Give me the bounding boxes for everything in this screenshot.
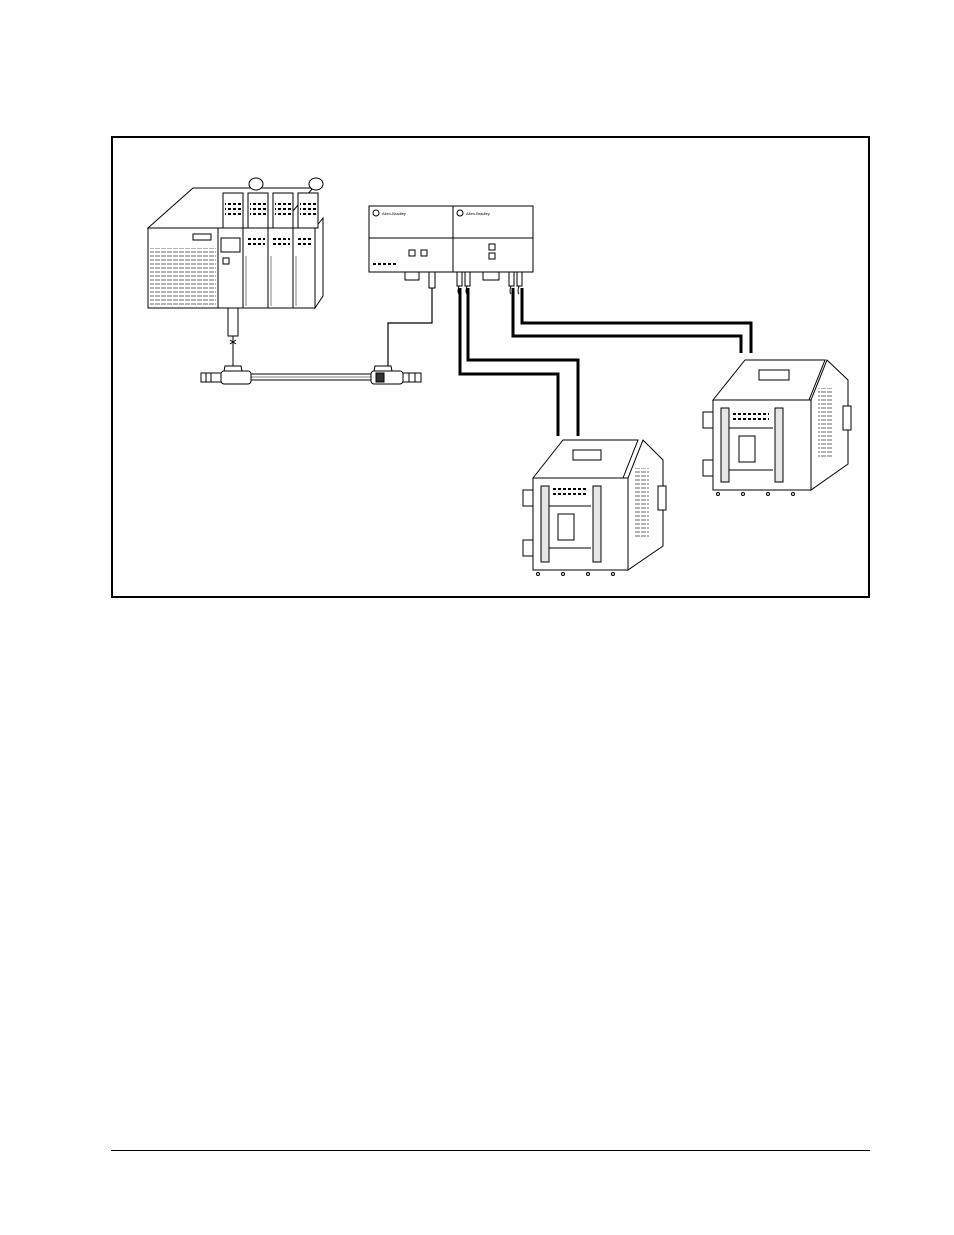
- communication-module-2: Allen-Bradley: [453, 206, 533, 294]
- network-tee-right: [371, 366, 421, 384]
- drive-unit-2: [703, 360, 851, 496]
- module-2-logo: Allen-Bradley: [466, 211, 490, 216]
- footer-rule: [111, 1150, 870, 1151]
- chassis-controller: [148, 178, 323, 336]
- diagram-frame: Allen-Bradley Allen-Bradley: [111, 136, 870, 598]
- network-tee-left: [201, 366, 251, 384]
- drive-unit-1: [523, 440, 666, 576]
- diagram-svg: Allen-Bradley Allen-Bradley: [113, 138, 868, 596]
- module-network-cable: [388, 288, 432, 366]
- module-1-logo: Allen-Bradley: [382, 211, 406, 216]
- communication-module-1: Allen-Bradley: [369, 206, 453, 288]
